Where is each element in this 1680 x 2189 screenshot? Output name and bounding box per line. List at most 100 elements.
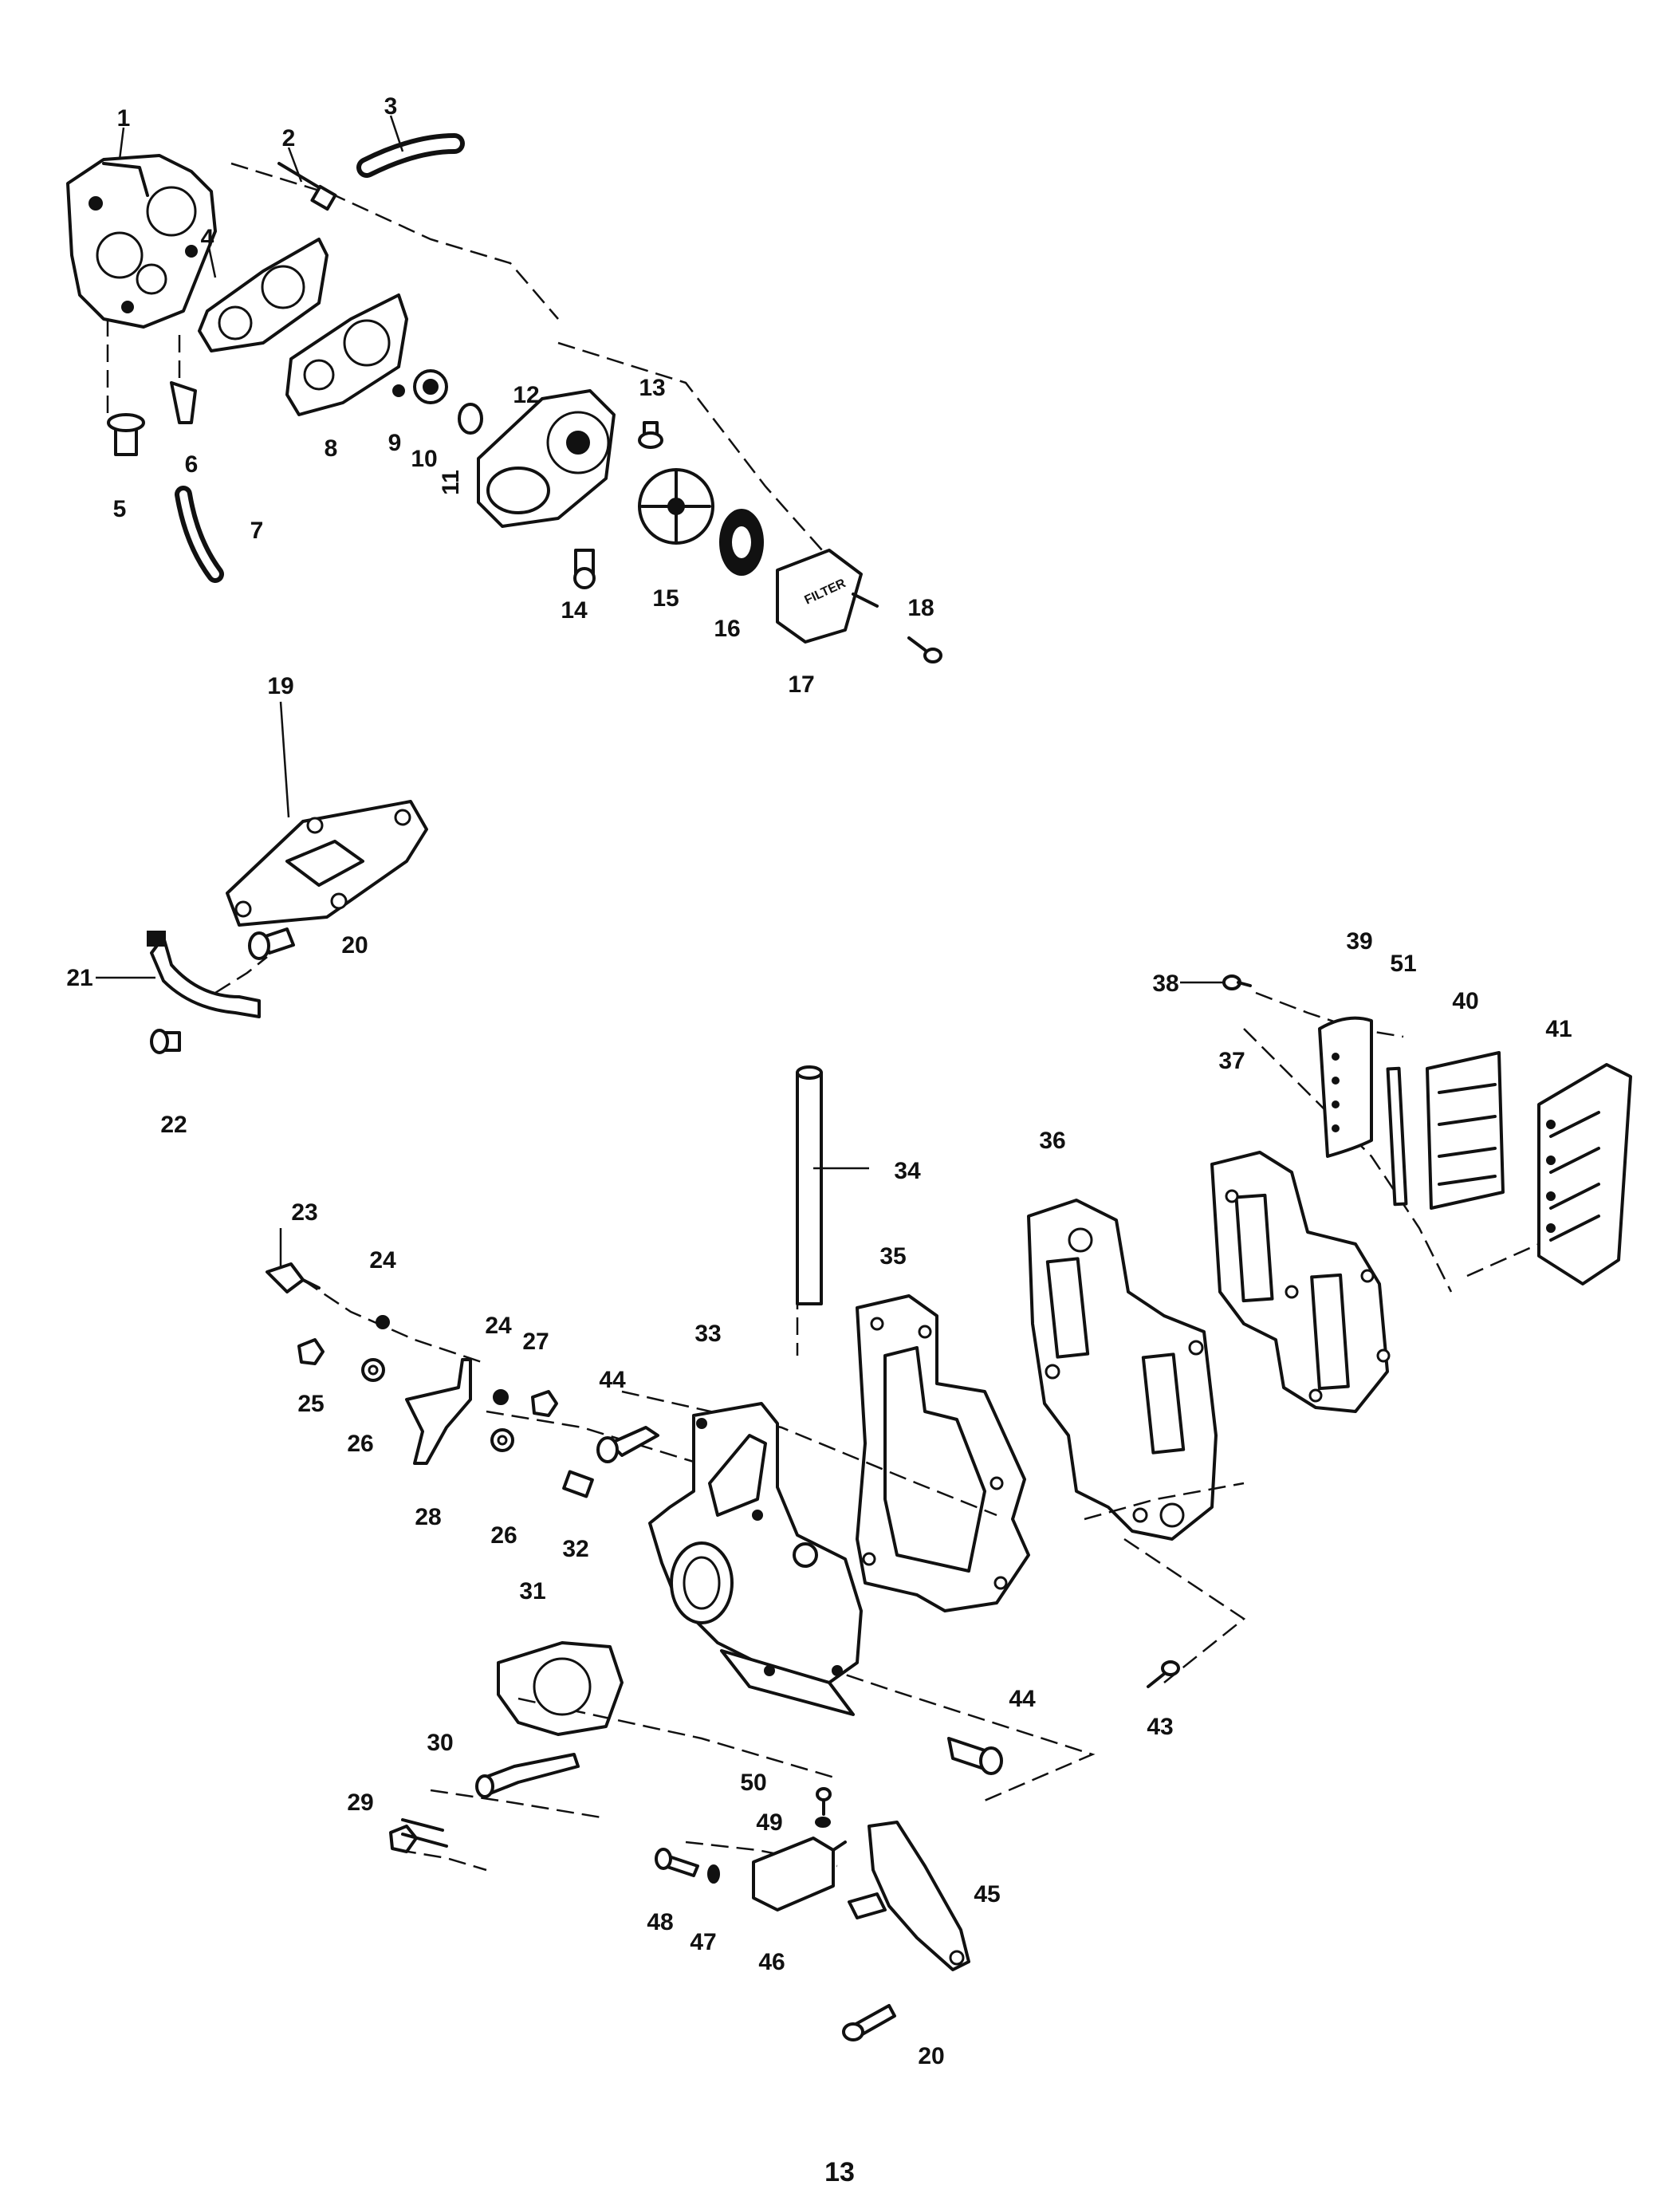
- callout-32: 32: [562, 1536, 588, 1562]
- callout-22: 22: [160, 1112, 187, 1138]
- part-5-screw: [107, 413, 145, 456]
- part-30-stud: [475, 1753, 580, 1798]
- part-41-reed-block: [1537, 1063, 1632, 1285]
- part-51-strip: [1386, 1066, 1408, 1207]
- part-47-washer: [707, 1864, 720, 1884]
- part-49-washer: [815, 1817, 831, 1828]
- part-19-adaptor-plate: [226, 800, 428, 927]
- callout-1: 1: [117, 105, 131, 132]
- callout-33: 33: [694, 1321, 721, 1347]
- part-4-gasket: [198, 238, 329, 352]
- callout-26-upper: 26: [347, 1431, 373, 1457]
- part-3-hose: [356, 133, 465, 178]
- callout-39: 39: [1346, 928, 1372, 955]
- part-38-screw: [1222, 974, 1252, 990]
- callout-11: 11: [438, 470, 464, 495]
- callout-31: 31: [519, 1578, 545, 1604]
- callout-29: 29: [347, 1789, 373, 1816]
- part-25-nut: [297, 1338, 325, 1365]
- part-9-ball: [392, 384, 405, 397]
- part-28-bracket: [405, 1358, 472, 1465]
- part-40-reed-petals: [1426, 1051, 1505, 1210]
- callout-13: 13: [639, 375, 665, 401]
- callout-23: 23: [291, 1199, 317, 1226]
- part-44-bolt-upper: [596, 1426, 659, 1463]
- callout-30: 30: [427, 1730, 453, 1756]
- callout-27: 27: [522, 1329, 549, 1355]
- callout-8: 8: [325, 435, 338, 462]
- callout-20-upper: 20: [341, 932, 368, 959]
- part-24-nut-lower: [493, 1389, 509, 1405]
- callout-4: 4: [201, 225, 214, 251]
- callout-24-upper: 24: [369, 1247, 396, 1274]
- callout-44-upper: 44: [599, 1367, 626, 1393]
- callout-17: 17: [788, 671, 814, 698]
- part-13-screw: [638, 421, 663, 449]
- part-36-gasket: [1027, 1199, 1218, 1541]
- part-48-screw: [655, 1848, 699, 1877]
- part-14-fitting: [573, 549, 596, 589]
- part-33-intake-manifold: [648, 1402, 863, 1716]
- part-35-gasket: [856, 1294, 1030, 1612]
- callout-16: 16: [714, 616, 740, 642]
- callout-12: 12: [513, 382, 539, 408]
- part-8-gasket: [285, 293, 408, 416]
- part-22-screw: [150, 1029, 181, 1054]
- callout-44-lower: 44: [1009, 1686, 1036, 1712]
- part-29-nut: [389, 1818, 448, 1853]
- part-37-gasket: [1210, 1151, 1391, 1413]
- callout-45: 45: [974, 1881, 1000, 1908]
- callout-48: 48: [647, 1909, 673, 1935]
- part-45-bracket: [848, 1821, 970, 1971]
- callout-5: 5: [113, 496, 127, 522]
- callout-50: 50: [740, 1770, 766, 1796]
- callout-25: 25: [297, 1391, 324, 1417]
- callout-3: 3: [384, 93, 398, 120]
- part-20-bolt-upper: [248, 927, 295, 960]
- part-24-nut-upper: [376, 1315, 390, 1329]
- callout-15: 15: [652, 585, 679, 612]
- part-2-fitting: [277, 162, 337, 211]
- callout-43: 43: [1147, 1714, 1173, 1740]
- part-15-valve-plate: [638, 468, 714, 545]
- callout-41: 41: [1545, 1016, 1572, 1042]
- callout-7: 7: [250, 518, 264, 544]
- callout-19: 19: [267, 673, 293, 699]
- part-27-nut: [531, 1390, 558, 1417]
- callout-34: 34: [894, 1158, 921, 1184]
- part-26-washer-lower: [490, 1428, 514, 1452]
- callout-47: 47: [690, 1929, 716, 1955]
- callout-38: 38: [1152, 970, 1178, 997]
- callout-49: 49: [756, 1809, 782, 1836]
- part-50-screw: [816, 1787, 832, 1816]
- callout-10: 10: [411, 446, 437, 472]
- callout-37: 37: [1218, 1048, 1245, 1074]
- part-31-gasket: [497, 1641, 624, 1736]
- callout-9: 9: [388, 430, 402, 456]
- callout-24-lower: 24: [485, 1313, 512, 1339]
- part-46-switch-block: [752, 1837, 847, 1911]
- part-16-diaphragm: [719, 509, 764, 576]
- part-11-o-ring: [458, 403, 483, 435]
- part-18-screw: [907, 636, 942, 663]
- part-23-throttle-fitting: [266, 1262, 321, 1293]
- callout-21: 21: [66, 965, 92, 991]
- callout-35: 35: [879, 1243, 906, 1270]
- callout-labels: 1 2 3 4 5 6 7 8 9 10 11 12 13 14 15 16 1…: [66, 93, 1572, 2069]
- part-17-cover: FILTER: [776, 549, 879, 644]
- part-21-clamp: [147, 931, 261, 1018]
- part-1-carburetor-body: [66, 154, 217, 329]
- callout-2: 2: [282, 125, 296, 152]
- part-34-tube: [796, 1065, 823, 1305]
- callout-18: 18: [907, 595, 934, 621]
- callout-14: 14: [561, 597, 588, 624]
- part-44-bolt-lower: [947, 1737, 1003, 1775]
- callout-26-lower: 26: [490, 1522, 517, 1549]
- callout-51: 51: [1390, 951, 1416, 977]
- part-43-screw: [1147, 1660, 1180, 1688]
- part-39-reed-stop: [1318, 1016, 1373, 1158]
- part-12-pump-housing: [477, 389, 616, 528]
- leader-lines: [96, 115, 1224, 1268]
- callout-36: 36: [1039, 1128, 1065, 1154]
- part-7-hose: [175, 486, 224, 583]
